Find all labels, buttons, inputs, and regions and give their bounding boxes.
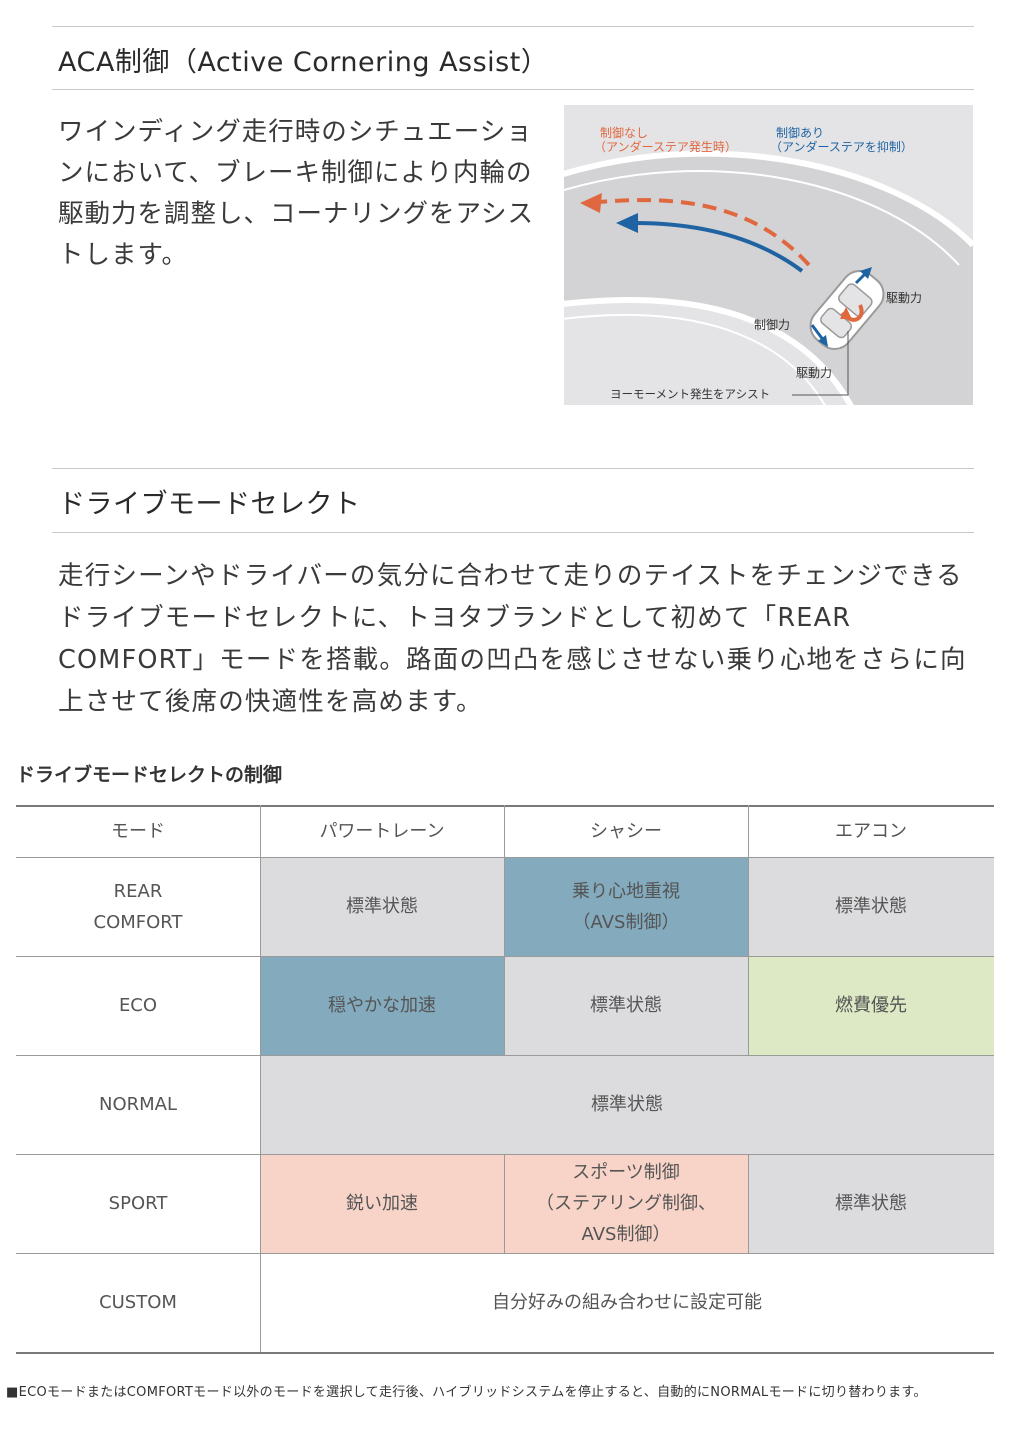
label-with-control-sub: （アンダーステアを抑制） — [770, 139, 913, 154]
yaw-leader-line — [792, 331, 849, 396]
table-row-line — [16, 1253, 994, 1254]
aca-section-title: ACA制御（Active Cornering Assist） — [58, 47, 549, 78]
label-drive-force-lower: 駆動力 — [796, 366, 832, 380]
table-cell-powertrain: 穏やかな加速 — [260, 956, 504, 1055]
arrow-head-without — [580, 193, 602, 213]
table-cell-aircon: 標準状態 — [748, 1154, 994, 1253]
drive-section-title: ドライブモードセレクト — [58, 489, 361, 520]
label-without-control: 制御なし — [600, 125, 648, 140]
section-divider-drive — [52, 532, 974, 533]
table-header-mode: モード — [111, 820, 165, 842]
aca-diagram: 制御なし （アンダーステア発生時） 制御あり （アンダーステアを抑制） 駆動力 … — [564, 105, 973, 405]
label-without-control-sub: （アンダーステア発生時） — [594, 139, 737, 154]
table-cell-merged: 標準状態 — [260, 1055, 994, 1154]
table-col-line — [748, 1154, 749, 1253]
road-edge-outer-2 — [564, 170, 960, 266]
table-cell-aircon: 燃費優先 — [748, 956, 994, 1055]
table-border-bottom — [16, 1352, 994, 1354]
table-row-line — [16, 1154, 994, 1155]
table-cell-mode: REAR COMFORT — [93, 880, 183, 933]
table-header-powertrain: パワートレーン — [319, 820, 445, 842]
road-edge-outer — [564, 150, 973, 248]
table-cell-mode: NORMAL — [98, 1094, 177, 1115]
table-cell-chassis: 乗り心地重視 （AVS制御） — [504, 857, 748, 956]
label-with-control: 制御あり — [776, 125, 824, 140]
label-drive-force-upper: 駆動力 — [886, 291, 922, 305]
table-header-aircon: エアコン — [835, 820, 907, 842]
table-cell-chassis: スポーツ制御 （ステアリング制御、 AVS制御） — [504, 1154, 748, 1253]
road-edge-inner-2 — [564, 313, 826, 405]
table-cell-powertrain: 標準状態 — [260, 857, 504, 956]
arrow-head-with — [616, 213, 638, 233]
table-cell-chassis: 標準状態 — [504, 956, 748, 1055]
brake-force-arrow-head — [818, 335, 828, 347]
table-cell-aircon: 標準状態 — [748, 857, 994, 956]
table-cell-mode: ECO — [118, 995, 158, 1016]
drive-description: 走行シーンやドライバーの気分に合わせて走りのテイストをチェンジできるドライブモー… — [58, 561, 967, 717]
table-cell-merged: 自分好みの組み合わせに設定可能 — [492, 1292, 762, 1313]
table-border-top — [16, 805, 994, 807]
table-title: ドライブモードセレクトの制御 — [16, 764, 283, 786]
table-col-line — [748, 805, 749, 1055]
section-divider-drive-top — [52, 468, 974, 469]
table-row-line — [16, 956, 994, 957]
table-cell-powertrain: 鋭い加速 — [260, 1154, 504, 1253]
table-cell-mode: CUSTOM — [99, 1292, 177, 1313]
table-row-line — [16, 857, 994, 858]
table-col-line — [504, 805, 505, 1055]
yaw-arrow-head — [840, 307, 852, 319]
trajectory-without-control — [598, 198, 811, 267]
table-header-chassis: シャシー — [590, 820, 662, 842]
section-divider-top — [52, 26, 974, 27]
section-divider — [52, 89, 974, 90]
aca-description: ワインディング走行時のシチュエーションにおいて、ブレーキ制御により内輪の駆動力を… — [58, 117, 534, 270]
table-col-line — [260, 805, 261, 1352]
road-band — [564, 153, 973, 405]
label-brake-force: 制御力 — [754, 317, 790, 332]
aca-diagram-graphic: 制御なし （アンダーステア発生時） 制御あり （アンダーステアを抑制） 駆動力 … — [564, 125, 973, 405]
drive-force-arrow-upper-head — [860, 267, 872, 279]
table-col-line — [504, 1154, 505, 1253]
table-cell-mode: SPORT — [108, 1193, 168, 1214]
footnote: ■ECOモードまたはCOMFORTモード以外のモードを選択して走行後、ハイブリッ… — [6, 1385, 927, 1400]
label-yaw-moment: ヨーモーメント発生をアシスト — [610, 387, 770, 401]
table-row-line — [16, 1055, 994, 1056]
trajectory-with-control — [633, 221, 804, 273]
